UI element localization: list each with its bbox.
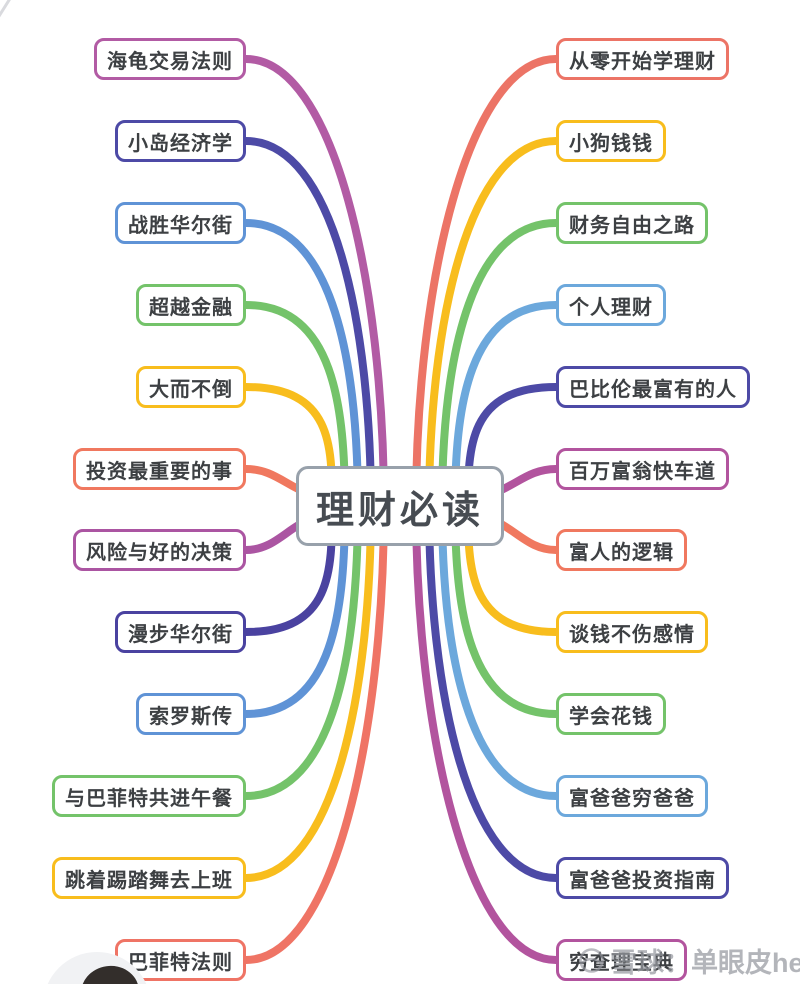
left-node-10: 与巴菲特共进午餐 [52,775,246,817]
node-label: 小狗钱钱 [569,132,653,155]
left-branch-10 [242,500,362,800]
right-branch-11 [425,500,560,882]
node-label: 超越金融 [149,296,233,319]
right-node-3: 财务自由之路 [556,202,708,244]
node-label: 跳着踢踏舞去上班 [65,869,233,892]
center-node: 理财必读 [296,466,504,546]
right-node-2: 小狗钱钱 [556,120,666,162]
node-label: 大而不倒 [149,378,233,401]
node-label: 谈钱不伤感情 [569,623,695,646]
node-label: 小岛经济学 [128,132,233,155]
left-node-11: 跳着踢踏舞去上班 [52,857,246,899]
right-node-11: 富爸爸投资指南 [556,857,729,899]
node-label: 投资最重要的事 [86,460,233,483]
watermark: 雪球：单眼皮he [578,941,800,980]
left-node-4: 超越金融 [136,284,246,326]
avatar-hair [77,962,143,984]
snowball-icon [579,948,604,973]
left-node-6: 投资最重要的事 [73,448,246,490]
node-label: 富爸爸穷爸爸 [569,787,695,810]
right-node-1: 从零开始学理财 [556,38,729,80]
node-label: 个人理财 [569,296,653,319]
right-branch-3 [438,219,560,512]
left-node-1: 海龟交易法则 [94,38,246,80]
node-label: 百万富翁快车道 [569,460,716,483]
right-node-12: 穷查理宝典 [556,939,687,981]
right-node-4: 个人理财 [556,284,666,326]
right-branch-2 [425,137,560,512]
right-branch-10 [438,500,560,800]
right-node-10: 富爸爸穷爸爸 [556,775,708,817]
node-label: 巴比伦最富有的人 [569,378,737,401]
watermark-text: 雪球：单眼皮he [610,948,800,978]
center-node-label: 理财必读 [315,489,484,532]
right-branch-12 [412,500,560,964]
right-node-6: 百万富翁快车道 [556,448,729,490]
node-label: 风险与好的决策 [86,541,233,564]
left-node-3: 战胜华尔街 [115,202,246,244]
left-node-2: 小岛经济学 [115,120,246,162]
node-label: 财务自由之路 [569,214,695,237]
left-node-7: 风险与好的决策 [73,529,246,571]
left-node-8: 漫步华尔街 [115,611,246,653]
right-branch-1 [412,55,560,512]
right-node-8: 谈钱不伤感情 [556,611,708,653]
node-label: 海龟交易法则 [107,50,233,73]
node-label: 与巴菲特共进午餐 [65,787,233,810]
node-label: 战胜华尔街 [128,214,233,237]
right-node-7: 富人的逻辑 [556,529,687,571]
node-label: 穷查理宝典 [569,951,674,974]
right-node-9: 学会花钱 [556,693,666,735]
right-node-5: 巴比伦最富有的人 [556,366,750,408]
left-branch-3 [242,219,362,512]
left-branch-11 [242,500,375,882]
left-node-5: 大而不倒 [136,366,246,408]
node-label: 富人的逻辑 [569,541,674,564]
node-label: 富爸爸投资指南 [569,869,716,892]
node-label: 漫步华尔街 [128,623,233,646]
left-branch-12 [242,500,388,964]
node-label: 巴菲特法则 [128,951,233,974]
node-label: 从零开始学理财 [569,50,716,73]
left-branch-1 [242,55,388,512]
left-branch-2 [242,137,375,512]
left-node-9: 索罗斯传 [136,693,246,735]
node-label: 学会花钱 [569,705,653,728]
node-label: 索罗斯传 [149,705,233,728]
